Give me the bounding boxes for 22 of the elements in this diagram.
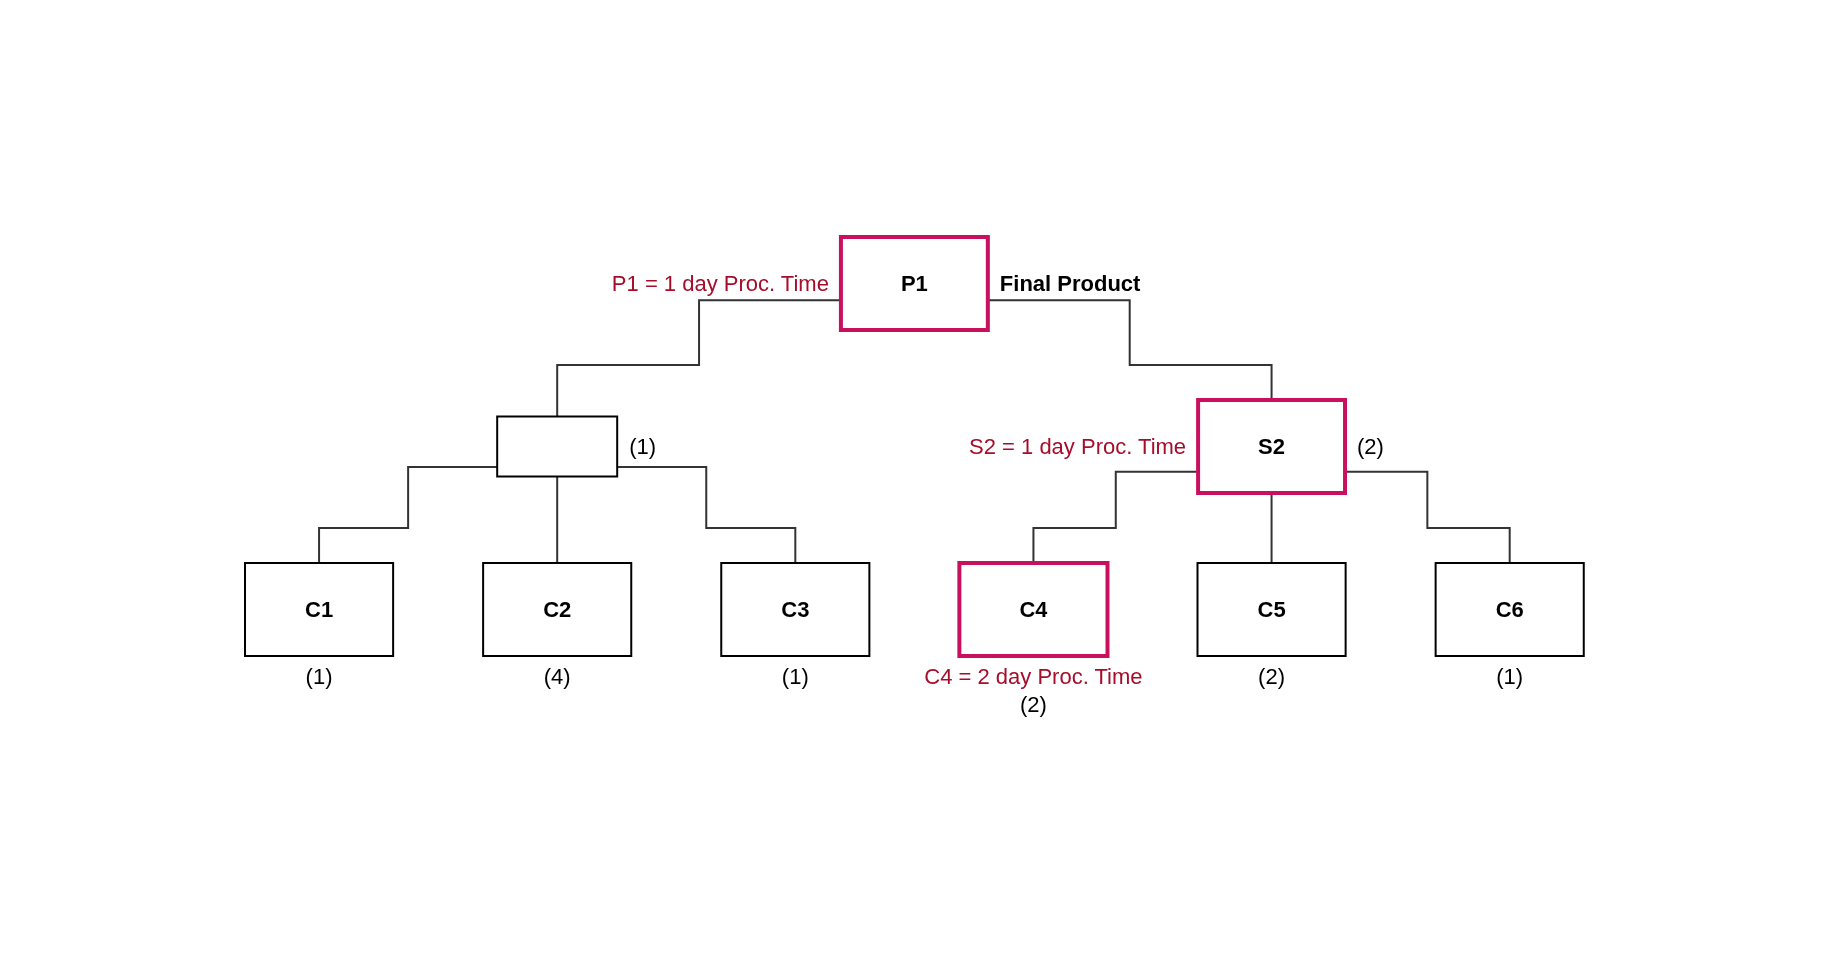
quantity-label: (2) — [1257, 664, 1285, 689]
node-box: C1 — [243, 562, 394, 657]
node-box: S2 — [1195, 398, 1347, 495]
annotation-text: Final Product — [999, 270, 1140, 296]
quantity-label: (1) — [1495, 664, 1523, 689]
quantity-label: (1) — [781, 664, 809, 689]
quantity-label: (1) — [628, 433, 656, 459]
node-box: C4 — [957, 561, 1110, 658]
node-box: C2 — [481, 562, 632, 657]
quantity-label: (2) — [1019, 692, 1047, 717]
node-box: P1 — [838, 235, 990, 332]
node-box — [495, 415, 618, 478]
node-box: C3 — [719, 562, 870, 657]
connector — [555, 475, 558, 564]
quantity-label: (2) — [1356, 433, 1384, 459]
annotation-text: C4 = 2 day Proc. Time — [923, 664, 1143, 689]
quantity-label: (1) — [305, 664, 333, 689]
node-box: C6 — [1434, 562, 1585, 657]
quantity-label: (4) — [543, 664, 571, 689]
node-box: C5 — [1196, 562, 1347, 657]
annotation-text: P1 = 1 day Proc. Time — [611, 270, 829, 296]
annotation-text: S2 = 1 day Proc. Time — [968, 433, 1186, 459]
